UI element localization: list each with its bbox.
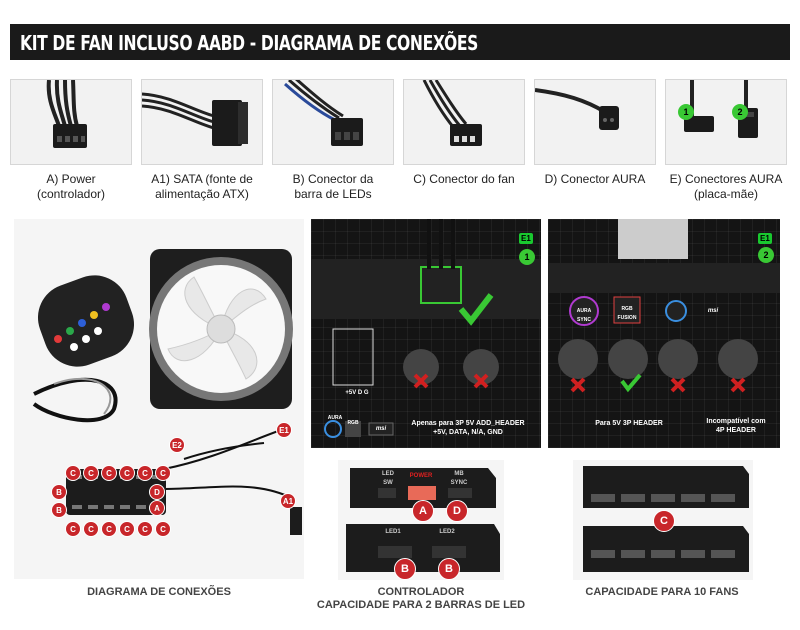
marker-b: B (438, 558, 460, 580)
marker-c: C (65, 465, 81, 481)
marker-b: B (394, 558, 416, 580)
connector-sata-image (141, 79, 263, 165)
aura-header-illustration (311, 219, 541, 438)
marker-pin-2: 2 (758, 247, 774, 263)
marker-e2: E2 (169, 437, 185, 453)
connector-ledbar-image (272, 79, 394, 165)
kit-illustration (32, 249, 302, 535)
marker-pin-1: 1 (519, 249, 535, 265)
marker-c: C (65, 521, 81, 537)
tag-e1: E1 (519, 233, 533, 244)
marker-e-pin-2: 2 (732, 104, 748, 120)
hub-illustration (583, 466, 749, 572)
marker-d: D (446, 500, 468, 522)
label-led-sw: LED SW (382, 471, 394, 486)
marker-b: B (51, 484, 67, 500)
label-power: POWER (409, 473, 433, 479)
marker-e-pin-1: 1 (678, 104, 694, 120)
marker-c: C (83, 465, 99, 481)
header-banner: KIT DE FAN INCLUSO AABD - DIAGRAMA DE CO… (10, 24, 790, 60)
aura-connector-icon (535, 88, 619, 130)
marker-c: C (137, 465, 153, 481)
controller-illustration (346, 468, 500, 572)
label-led1: LED1 (385, 529, 401, 535)
label-mb-sync: MB SYNC (450, 471, 468, 486)
connector-label-e: E) Conectores AURA(placa-mãe) (669, 172, 783, 201)
marker-b: B (51, 502, 67, 518)
connector-aura-image (534, 79, 656, 165)
aura-panel-2-text-left: Para 5V 3P HEADER (595, 420, 663, 427)
connector-label-a: A) Power(controlador) (36, 172, 106, 201)
pin-legend: +5V D G (345, 390, 369, 396)
connector-label-c: C) Conector do fan (413, 172, 515, 186)
marker-c: C (155, 521, 171, 537)
marker-e1: E1 (276, 422, 292, 438)
tag-e1: E1 (758, 233, 772, 244)
logo-aura-sync: AURA SYNC (576, 308, 592, 323)
marker-c: C (155, 465, 171, 481)
logo-rgb-fusion: RGB FUSION (617, 306, 637, 321)
aura-mb-connector-icon (684, 80, 758, 138)
marker-a: A (149, 500, 165, 516)
connector-label-d: D) Conector AURA (544, 172, 646, 186)
marker-d: D (149, 484, 165, 500)
marker-c: C (101, 465, 117, 481)
logo-msi: msi (707, 308, 719, 314)
marker-c: C (83, 521, 99, 537)
ledbar-connector-icon (284, 80, 363, 146)
aura-panel-2: E1 2 AURA SYNC RGB FUSION msi Para 5V 3P… (548, 219, 780, 448)
power-connector-icon (46, 80, 87, 148)
label-led2: LED2 (439, 529, 455, 535)
marker-c: C (119, 521, 135, 537)
aura-panel-1: E1 1 +5V D G AURA RGB msi Apenas para 3P… (311, 219, 541, 448)
marker-a1: A1 (280, 493, 296, 509)
fan-capacity-caption: CAPACIDADE PARA 10 FANS (585, 586, 739, 598)
logo-msi: msi (375, 426, 387, 432)
marker-a: A (412, 500, 434, 522)
controller-photo: LED SW POWER MB SYNC LED1 LED2 A D B B (338, 460, 504, 580)
fan-connector-icon (422, 80, 482, 146)
marker-c: C (137, 521, 153, 537)
sata-connector-icon (142, 92, 248, 146)
page-title: KIT DE FAN INCLUSO AABD - DIAGRAMA DE CO… (20, 31, 478, 55)
aura-sync-illustration (548, 219, 780, 393)
fan-capacity-photo: C (573, 460, 753, 580)
logo-rgb: RGB (347, 420, 359, 426)
marker-c: C (653, 510, 675, 532)
diagram-caption: DIAGRAMA DE CONEXÕES (87, 586, 231, 598)
connector-fan-image (403, 79, 525, 165)
logo-aura: AURA (327, 415, 343, 421)
marker-c: C (101, 521, 117, 537)
connector-aura-mb-image: 1 2 (665, 79, 787, 165)
connector-power-image (10, 79, 132, 165)
connection-diagram-photo: C C C C C C B B D A C C C C C C E2 E1 A1 (14, 219, 304, 579)
aura-panel-1-text: Apenas para 3P 5V ADD_HEADER+5V, DATA, N… (411, 420, 525, 436)
marker-c: C (119, 465, 135, 481)
